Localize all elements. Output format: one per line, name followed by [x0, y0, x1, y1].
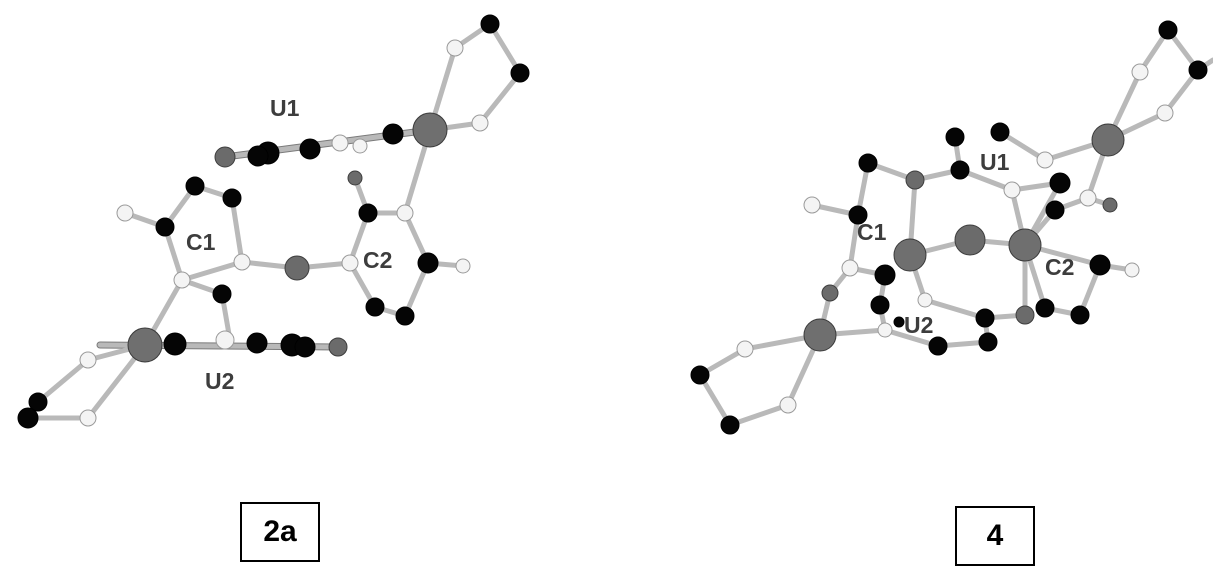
label-u2-4: U2	[904, 312, 933, 338]
label-c1-2a: C1	[186, 229, 216, 255]
label-c2-4: C2	[1045, 254, 1074, 280]
uranium-atom-u1	[412, 112, 448, 148]
uranium-atom-c1-4	[893, 238, 927, 272]
label-c1-4: C1	[857, 219, 887, 245]
structure-4: U1 C1 C2 U2	[690, 20, 1213, 435]
uranium-atom-u1-4	[1091, 123, 1125, 157]
uranium-atom-u2-4	[803, 318, 837, 352]
uranium-atom-c2-4	[1008, 228, 1042, 262]
atoms-4	[690, 20, 1208, 435]
label-u2-2a: U2	[205, 368, 234, 394]
structure-2a: U1 C1 C2 U2	[17, 14, 530, 429]
atoms-2a	[17, 14, 530, 429]
caption-box-4: 4	[955, 506, 1035, 566]
bonds-2a	[25, 21, 523, 421]
label-u1-2a: U1	[270, 95, 300, 121]
label-u1-4: U1	[980, 149, 1010, 175]
label-c2-2a: C2	[363, 247, 392, 273]
caption-box-2a: 2a	[240, 502, 320, 562]
bonds-4	[697, 27, 1213, 428]
uranium-atom-u2	[127, 327, 163, 363]
